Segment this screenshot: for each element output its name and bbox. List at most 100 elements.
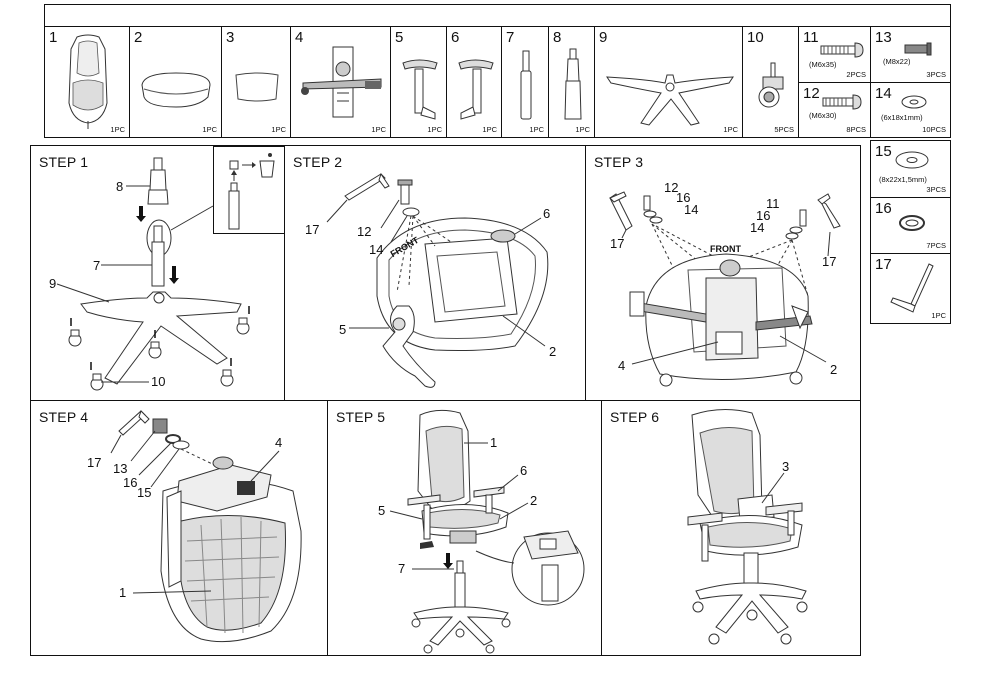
step-1-diagram [31,146,286,402]
part-number: 10 [747,29,764,46]
part-3-box: 3 1PC [221,26,291,138]
step-4-panel: STEP 4 17 13 16 15 4 1 [30,400,328,656]
part-5-box: 5 1PC [390,26,447,138]
callout-15: 15 [137,485,152,500]
callout-7: 7 [398,561,406,576]
callout-7: 7 [93,258,101,273]
part-number: 11 [803,29,819,46]
callout-1: 1 [119,585,127,600]
callout-14: 14 [684,202,699,217]
callout-11: 11 [766,196,780,211]
part-qty: 1PC [482,125,497,134]
part-number: 12 [803,85,820,102]
step-1-inset [213,146,286,234]
washer-small-icon [901,95,927,109]
part-size: (6x18x1mm) [881,113,923,122]
part-6-box: 6 1PC [446,26,502,138]
callout-14: 14 [369,242,384,257]
header-strip [44,4,951,27]
part-number: 15 [875,143,892,160]
part-1-box: 1 1PC [44,26,130,138]
callout-6: 6 [520,463,528,478]
step-title: STEP 3 [594,154,644,170]
part-14-box: 14 (6x18x1mm) 10PCS [870,82,951,138]
step-1-panel: STEP 1 [30,145,286,402]
part-number: 5 [395,29,404,46]
callout-13: 13 [113,461,128,476]
step-5-diagram [328,401,603,657]
part-qty: 5PCS [774,125,794,134]
callout-12: 12 [357,224,372,239]
part-number: 7 [506,29,515,46]
part-9-box: 9 1PC [594,26,743,138]
gas-lift-icon [518,51,534,123]
backrest-icon [63,33,113,129]
part-qty: 1PC [202,125,217,134]
part-11-box: 11 (M6x35) 2PCS [798,26,871,83]
callout-16: 16 [756,208,771,223]
part-number: 6 [451,29,460,46]
part-qty: 1PC [271,125,286,134]
part-qty: 2PCS [846,70,866,79]
spring-washer-icon [899,214,925,232]
part-number: 8 [553,29,562,46]
part-qty: 1PC [371,125,386,134]
callout-16: 16 [123,475,138,490]
callout-5: 5 [339,322,347,337]
step-title: STEP 4 [39,409,89,425]
part-7-box: 7 1PC [501,26,549,138]
callout-17: 17 [305,222,320,237]
step-6-panel: STEP 6 3 [601,400,861,656]
part-qty: 1PC [529,125,544,134]
part-10-box: 10 5PCS [742,26,799,138]
step-2-panel: STEP 2 FRONT 17 12 14 6 [284,145,586,401]
caster-wheel-icon [757,61,791,111]
part-13-box: 13 (M8x22) 3PCS [870,26,951,83]
part-number: 2 [134,29,143,46]
callout-17: 17 [87,455,102,470]
part-qty: 8PCS [846,125,866,134]
step-3-diagram [586,146,862,402]
part-size: (M8x22) [883,57,911,66]
callout-12: 12 [664,180,679,195]
part-4-box: 4 1PC [290,26,391,138]
part-size: (M6x35) [809,60,837,69]
part-15-box: 15 (8x22x1,5mm) 3PCS [870,140,951,198]
step-6-diagram [602,401,862,657]
bolt-m6x30-icon [823,95,863,109]
step-5-panel: STEP 5 [327,400,602,656]
part-number: 14 [875,85,892,102]
callout-4: 4 [275,435,283,450]
left-armrest-icon [399,57,441,127]
callout-10: 10 [151,374,166,389]
part-qty: 3PCS [926,185,946,194]
mechanism-icon [301,43,387,123]
allen-key-icon [885,262,935,316]
part-qty: 7PCS [926,241,946,250]
step-title: STEP 1 [39,154,89,170]
callout-16: 16 [676,190,691,205]
callout-1: 1 [490,435,498,450]
front-label: FRONT [710,244,741,254]
bolt-m6x35-icon [821,43,865,57]
part-qty: 1PC [931,311,946,320]
callout-2: 2 [549,344,557,359]
step-3-panel: STEP 3 [585,145,861,401]
step-title: STEP 6 [610,409,660,425]
part-qty: 3PCS [926,70,946,79]
part-number: 4 [295,29,304,46]
part-qty: 10PCS [922,125,946,134]
part-16-box: 16 7PCS [870,197,951,254]
part-2-box: 2 1PC [129,26,222,138]
part-17-box: 17 1PC [870,253,951,324]
part-qty: 1PC [723,125,738,134]
discard-cap-icon [226,153,282,231]
step-2-diagram [285,146,587,402]
part-number: 3 [226,29,235,46]
right-armrest-icon [455,57,497,127]
part-size: (8x22x1,5mm) [879,175,927,184]
callout-8: 8 [116,179,124,194]
callout-14: 14 [750,220,765,235]
step-title: STEP 2 [293,154,343,170]
part-number: 13 [875,29,892,46]
